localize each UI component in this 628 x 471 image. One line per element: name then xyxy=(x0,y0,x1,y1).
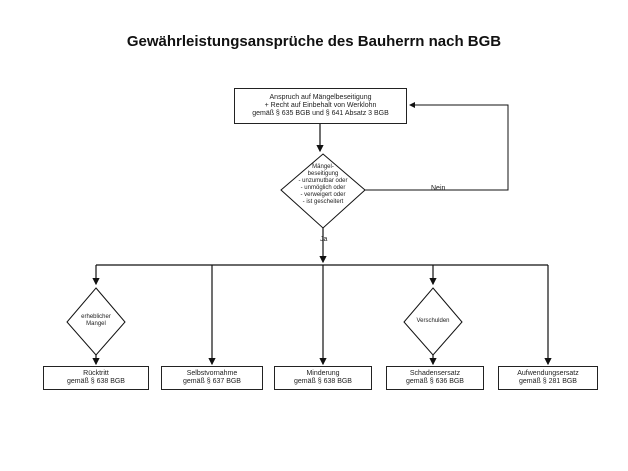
box-minderung: Minderung gemäß § 638 BGB xyxy=(274,366,372,390)
outcome-name: Minderung xyxy=(306,370,340,377)
page-title: Gewährleistungsansprüche des Bauherrn na… xyxy=(126,33,502,50)
outcome-ref: gemäß § 636 BGB xyxy=(406,378,464,385)
top-box-line-3: gemäß § 635 BGB und § 641 Absatz 3 BGB xyxy=(252,110,389,117)
label-ja: Ja xyxy=(320,236,328,243)
outcome-ref: gemäß § 638 BGB xyxy=(67,378,125,385)
label-nein: Nein xyxy=(431,185,446,192)
outcome-name: Selbstvornahme xyxy=(186,370,238,377)
decision-line-6: - ist gescheitert xyxy=(302,199,344,205)
decision-line-5: - verweigert oder xyxy=(300,192,346,198)
decision-line-3: - unzumutbar oder xyxy=(298,178,348,184)
decision-line-4: - unmöglich oder xyxy=(300,185,346,191)
decision-line-1: Mängel- xyxy=(312,164,334,170)
box-maengelbeseitigung: Anspruch auf Mängelbeseitigung + Recht a… xyxy=(234,88,407,124)
top-box-line-1: Anspruch auf Mängelbeseitigung xyxy=(269,94,372,101)
outcome-ref: gemäß § 281 BGB xyxy=(519,378,577,385)
outcome-ref: gemäß § 638 BGB xyxy=(294,378,352,385)
decision-label: Mängel- beseitigung - unzumutbar oder - … xyxy=(285,164,361,206)
outcome-name: Schadensersatz xyxy=(409,370,461,377)
box-ruecktritt: Rücktritt gemäß § 638 BGB xyxy=(43,366,149,390)
top-box-line-2: + Recht auf Einbehalt von Werklohn xyxy=(264,102,377,109)
decision-line-2: beseitigung xyxy=(307,171,339,177)
diamond-left-label: erheblicher Mangel xyxy=(70,314,122,328)
diamond-right-label: Verschulden xyxy=(405,318,461,325)
diamond-left-line-1: erheblicher xyxy=(81,314,111,320)
box-selbstvornahme: Selbstvornahme gemäß § 637 BGB xyxy=(161,366,263,390)
outcome-ref: gemäß § 637 BGB xyxy=(183,378,241,385)
arrow-nein-loop xyxy=(365,102,509,191)
box-schadensersatz: Schadensersatz gemäß § 636 BGB xyxy=(386,366,484,390)
box-aufwendungsersatz: Aufwendungsersatz gemäß § 281 BGB xyxy=(498,366,598,390)
outcome-name: Rücktritt xyxy=(83,370,109,377)
outcome-name: Aufwendungsersatz xyxy=(517,370,579,377)
diamond-left-line-2: Mangel xyxy=(86,321,106,327)
diamond-right-line-1: Verschulden xyxy=(416,318,450,324)
